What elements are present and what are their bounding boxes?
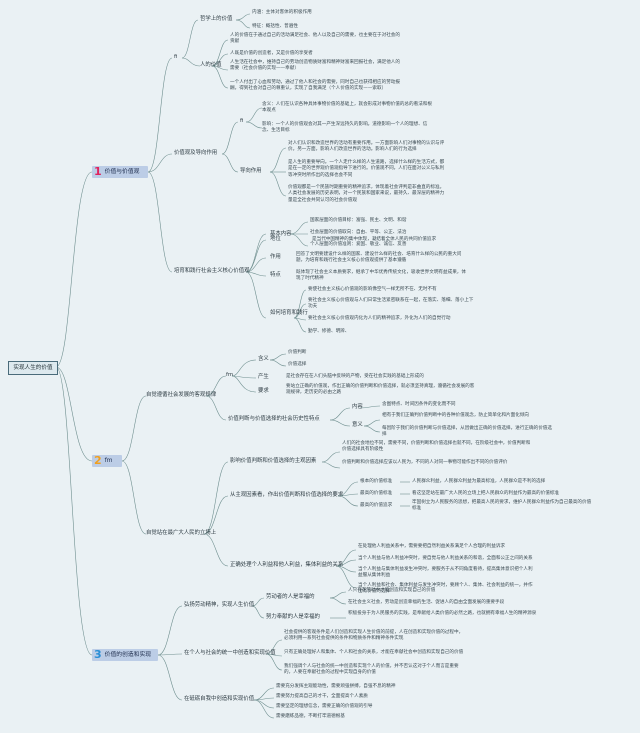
node-struggle-2: 需要努力提高自己的才干，全面提高个人素质 — [276, 694, 368, 699]
node-handle-4: 当个人利益和社会、集体利益与发生冲突时，要顾个人、集体、社会利益的统一，并作出有… — [358, 583, 533, 595]
node-effect: 影响价值判断和价值选择的主观因素 — [230, 458, 317, 464]
node-labor-2-text: 积极投身于为人民服务的实践，是奉献给人类价值的必然之路，也就拥有幸福人生的精神源… — [348, 611, 537, 616]
node-basic-content: 基本内容 — [270, 231, 292, 237]
root-node: 实现人生的价值 — [8, 361, 58, 375]
node-society-3: 我们强调个人与社会的统一中创造和实现个人的价值，并不否认这对于个人而言是重要的，… — [284, 664, 459, 676]
section-number: 3 — [94, 648, 102, 661]
node-feat-3: 每因阶于我们的价值判断与价值选择，从因做出正确的价值选择，进行正确的价值选择 — [382, 426, 552, 438]
node-struggle-3: 需要坚定的理想信念，需要正确的价值观的引导 — [276, 704, 373, 709]
node-interest: 从主观因素看，作出价值判断和价值选择的要求 — [230, 492, 344, 498]
node-content-2: 社会层面的价值取向：自由、平等、公正、法治 — [310, 230, 407, 235]
node-role-text: 回答了文明要建设什么样的国家、建设什么样的社会、培育什么样的公民的重大问题，为培… — [296, 252, 462, 264]
node-interest-2: 最高的价值标准 — [360, 491, 393, 496]
node-interest-1-text: 人民群众利益，人民群众利益为最高标准，人民群众是不利的选择 — [412, 479, 546, 484]
node-meaning: 含义 — [258, 356, 269, 362]
node-values-influence: 影响：一个人的价值观会对其一产生深远持久的影响。道德影响一个人的理想、信念、生活… — [262, 122, 428, 134]
node-society-2: 只有正确处理好人和集体、个人和社会的关系，才能在奉献社会中创造和实现自己的价值 — [284, 650, 464, 655]
node-vp-4: 一个人付出了心血和劳动，通过了他人和社会的需要，同时自己也获得相应的劳动报酬，得… — [230, 80, 400, 92]
node-history-law: 自觉遵循社会发展的客观规律 — [146, 392, 217, 398]
node-produce-text: 是社会存在在人们头脑中反映的产物，受在社会实践的基础上形成的 — [286, 374, 424, 379]
node-vp-1: 人的价值在于通过自己的活动满足社会、他人以及自己的需要，也主要在于对社会的贡献 — [230, 33, 400, 45]
node-content-3: 个人层面的价值准则：爱国、敬业、诚信、友善 — [310, 242, 407, 247]
node-effect-2: 价值判断和价值选择应该以人民为，不同的人对同一事物可能作出不同的价值评价 — [342, 460, 508, 465]
section-title: 价值的创造和实现 — [104, 652, 152, 658]
node-vp-3: 人生活在社会中，维持自己的劳动创造物质财富和精神财富来回报社会，满足他人的需要（… — [230, 60, 400, 72]
node-philosophy-value: 哲学上的价值 — [200, 16, 233, 22]
node-handle-3: 当个人利益与集体利益发生冲突时，要服务于从不同角度看待，提高集体意识把个人利益服… — [358, 567, 533, 579]
node-content: 内容 — [352, 404, 363, 410]
node-labor-2: 努力奉献的人是幸福的 — [266, 614, 320, 620]
node-society-1: 社会提供的客观条件是人们创造和实现人生价值的前提，人在创造和实现价值的过程中，必… — [284, 630, 464, 642]
section-number: 2 — [94, 454, 102, 467]
node-labor-1-text2: 在社会主义社会，劳动是创造幸福的生活、促进人的自由全面发展的重要手段 — [348, 600, 505, 605]
node-labor-1: 劳动者的人是幸福的 — [266, 594, 315, 600]
node-interest-3-text: 牢固树立为人民服务的思想，把最高人民的要求，维护人民群众利益作为自己最高的价值标… — [412, 500, 592, 512]
node-practice-3: 要社会主义核心价值观内化为人们的精神追求，外化为人们的自觉行动 — [308, 316, 451, 321]
node-feature-text: 既体现了社会主义本质要求，继承了中华优秀传统文化，吸收世界文明有益成果，体现了时… — [296, 270, 466, 282]
node-struggle-1: 需要充分发挥主观能动性，需要顽强拼搏，自强不息的精神 — [276, 684, 396, 689]
node-vp-2: 人既是价值的创造者，又是价值的享受者 — [230, 51, 313, 56]
node-status-text: 是当代中国精神的集中体现，凝结着全体人民的共同价值追求 — [312, 237, 437, 242]
section-title: 价值与价值观 — [104, 169, 140, 175]
node-meaning-1: 价值判断 — [288, 350, 307, 355]
branch-fi: fi — [174, 54, 178, 60]
node-feat-2: 相有于我们正确判价值判断中的各种价值观念，防止简单化和片面化倾向 — [382, 413, 530, 418]
node-values-sub: fi — [240, 118, 244, 124]
node-interest-3: 最高的价值追求 — [360, 503, 393, 508]
node-values-guide: 价值观及导向作用 — [174, 150, 218, 156]
node-core-values: 培育和践行社会主义核心价值观 — [174, 268, 250, 274]
node-practice: 如何培育和践行 — [270, 310, 308, 316]
node-person-value: 人的价值 — [200, 62, 222, 68]
node-interest-2-text: 看这坚定站在最广大人民的立场上把人民群众的利益作为最高的价值标准 — [412, 491, 560, 496]
node-guide-2: 是人生的重要导向。一个人走什么样的人生道路，选择什么样的生活方式，都是在一定的世… — [288, 160, 445, 178]
node-practice-4: 勤学、修德、明辨、 — [308, 329, 350, 334]
node-society: 在个人与社会的统一中创造和实现价值 — [184, 650, 276, 656]
node-produce: 产生 — [258, 374, 269, 380]
node-guide-role: 导向作用 — [240, 168, 262, 174]
node-guide-3: 价值观都是一个民族时期重要的精神追求，体现着社会评判是非曲直的标准。人类社会发展… — [288, 185, 445, 203]
section-number: 1 — [94, 165, 102, 178]
node-practice-1: 要使社会主义核心价值观的影响像空气一样无所不在、无时不有 — [308, 287, 437, 292]
node-handle-2: 当个人利益与他人利益冲突时，要自觉与他人利益关系的和谐，全面和公正之间的关系 — [358, 556, 533, 561]
node-labor-1-text: 人只有在劳动中才能创造和实现自己的价值 — [348, 588, 436, 593]
node-struggle-4: 需要磨练品德，不断打牢道德根基 — [276, 714, 345, 719]
node-practice-2: 要社会主义核心价值观与人们日常生活紧密联系在一起，在落实、落细、落小上下功夫 — [308, 298, 474, 310]
node-social-judge: 价值判断与价值选择的社会历史性特点 — [228, 416, 320, 422]
node-feature: 特点 — [270, 272, 281, 278]
section-title: fm — [104, 458, 113, 464]
node-handle: 正确处理个人利益和他人利益，集体利益的关系 — [230, 562, 344, 568]
node-content-1: 国家层面的价值目标：富强、民主、文明、和谐 — [310, 218, 407, 223]
node-feat-1: 含图特点、时间因条件的变化而不同 — [382, 402, 456, 407]
node-require: 要求 — [258, 388, 269, 394]
node-values-meaning: 含义：人们在认识各种具体事物价值的基础上，就会形成对事物价值的总的看法和根本观点 — [262, 102, 432, 114]
node-fm: fm — [226, 372, 234, 378]
node-handle-1: 在处理他人利益关系中，需要要把自然利益关系满足个人合理的利益诉求 — [358, 544, 506, 549]
node-effect-1: 人们的社会地位不同，需要不同，价值判断和价值选择也就不同，在阶级社会中，价值判断… — [342, 441, 531, 453]
node-struggle: 在砥砺自我中创造和实现价值 — [184, 696, 255, 702]
node-phil-features: 特征：概括性、普遍性 — [252, 24, 298, 29]
node-feat-meaning: 意义 — [352, 422, 363, 428]
node-role: 作用 — [270, 254, 281, 260]
node-guide-1: 对人们认识和改造世界的活动有重要作用。一方面影响人们对事物的认识与评价。另一方面… — [288, 141, 445, 153]
node-status: 地位 — [270, 236, 281, 242]
node-require-text: 要站立正确的价值观，作出正确的价值判断和价值选择，就必须坚持真理，遵循社会发展的… — [286, 384, 475, 396]
node-interest-1: 根本的价值标准 — [360, 479, 393, 484]
node-people-stand: 自觉站在最广大人民的立场上 — [146, 530, 217, 536]
node-phil-content: 内涵：主体对客体的积极作用 — [252, 10, 312, 15]
node-meaning-2: 价值选择 — [288, 362, 307, 367]
node-labor: 弘扬劳动精神，实现人生价值 — [184, 602, 255, 608]
